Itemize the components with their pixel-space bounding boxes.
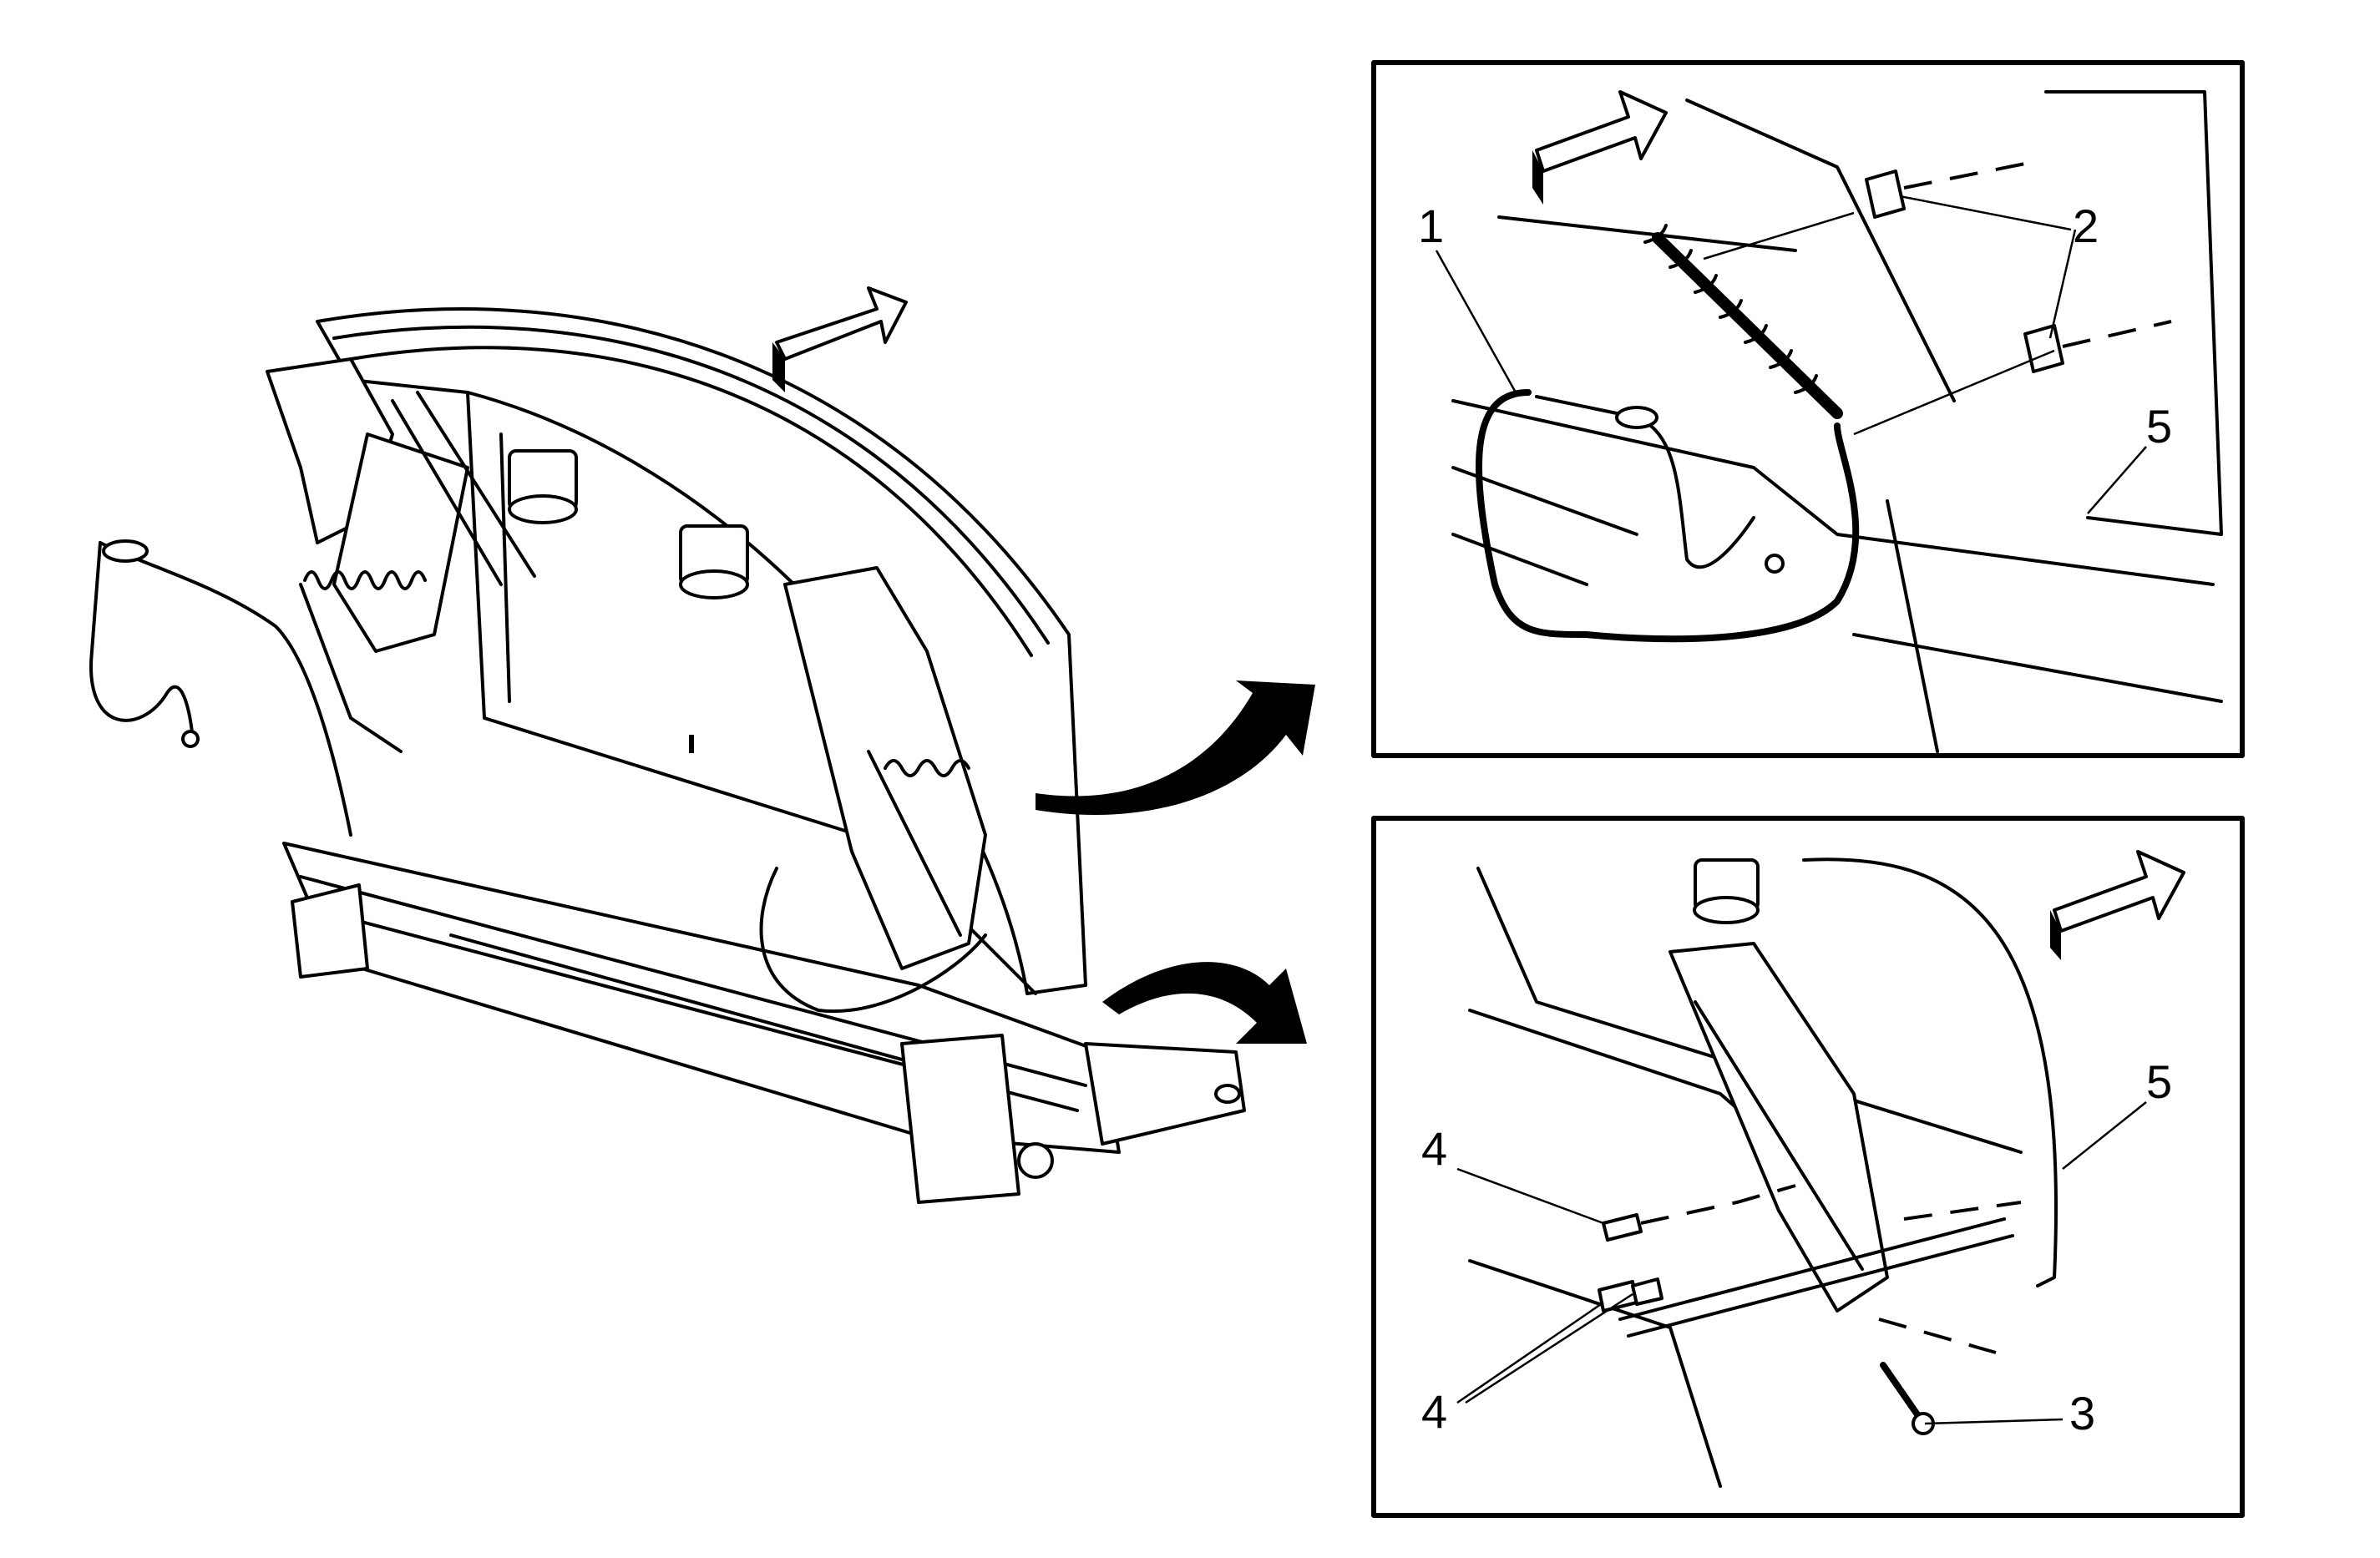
bolt-upper [1602,1213,1643,1242]
transfer-arrow-upper [1036,680,1315,815]
spring-upper [1643,224,1843,419]
base-rail [282,842,1121,1204]
left-hinge-assembly [266,357,536,753]
callout-1: 1 [1418,200,1444,252]
callout-4-lower: 4 [1421,1385,1447,1438]
hinge-arm-lower [1669,942,1889,1313]
transfer-arrow-lower [1102,962,1307,1044]
callout-4-upper: 4 [1421,1122,1447,1175]
bumper-lower [1693,858,1760,924]
callout-2: 2 [2073,200,2099,252]
harness-loop [1475,389,1860,643]
detail-view-upper: 1 2 5 [1371,60,2245,758]
detail-view-lower: 4 4 3 5 [1371,816,2245,1518]
direction-arrow-main [772,286,908,392]
direction-arrow-lower [2050,850,2185,960]
bumper-center [679,524,749,599]
main-assembly-view [89,286,1315,1204]
bolt-lower-pair [1598,1277,1663,1313]
right-hinge-assembly [783,566,987,970]
callout-3: 3 [2069,1387,2095,1439]
callout-5-lower: 5 [2146,1055,2172,1108]
callout-5-upper: 5 [2146,400,2172,453]
bumper-left [508,449,578,524]
direction-arrow-upper [1532,90,1668,205]
